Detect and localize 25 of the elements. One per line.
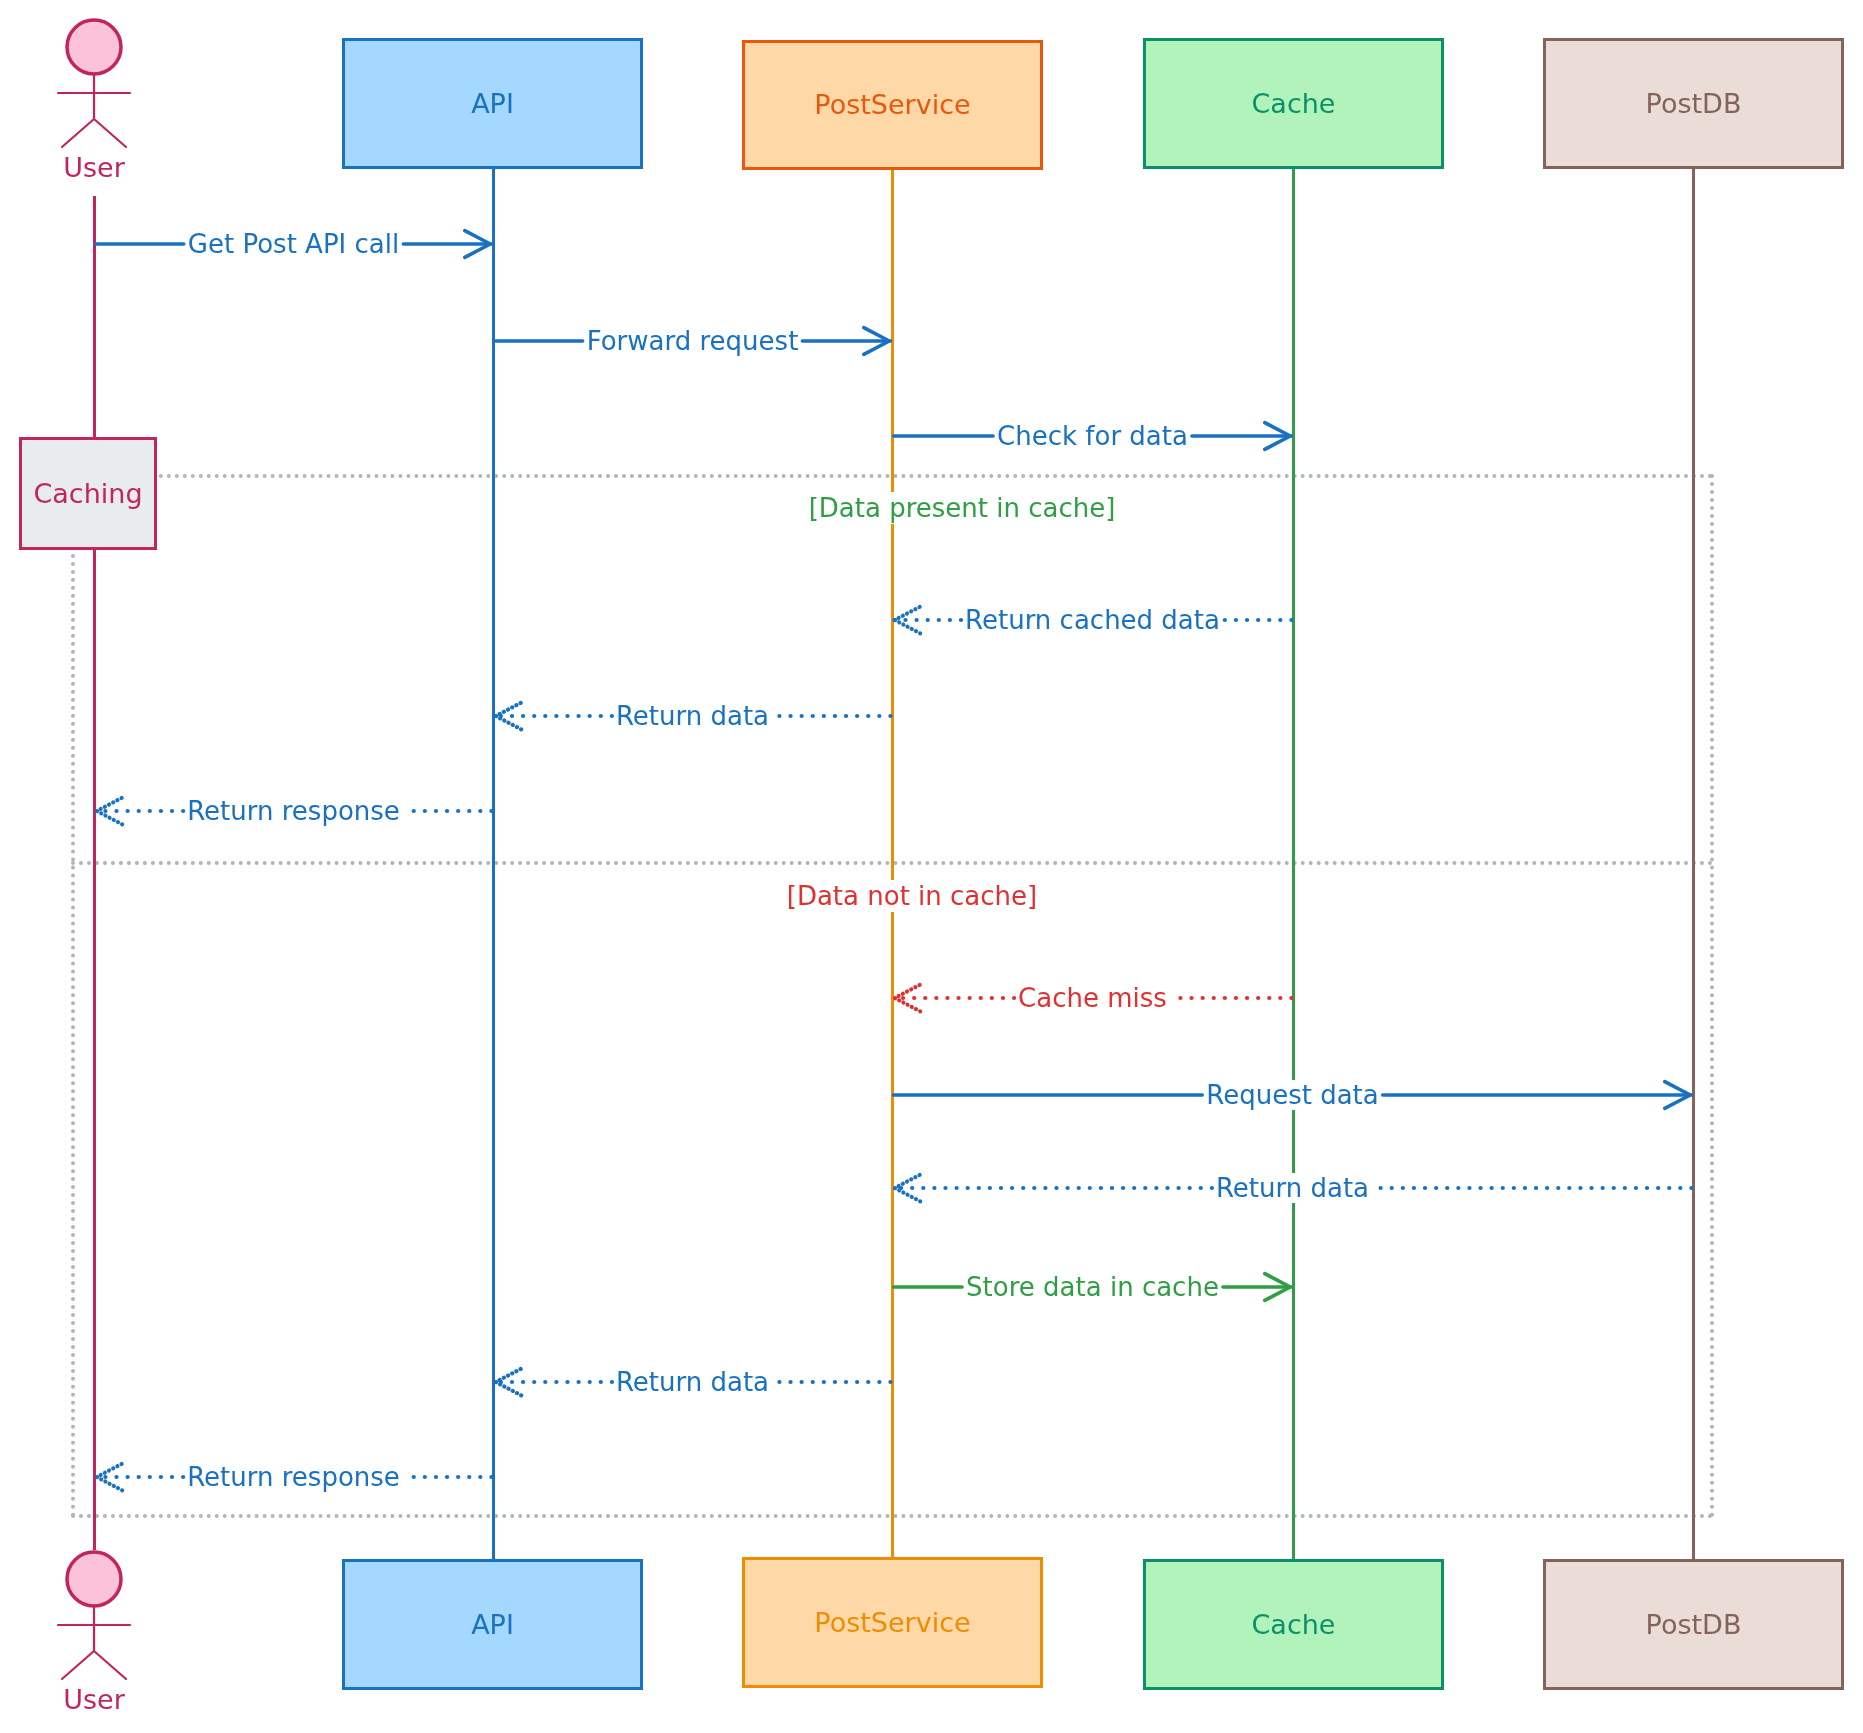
participant-box: PostDB [1543,1559,1844,1690]
participant-box: PostService [742,40,1043,170]
message-arrow [93,228,494,260]
actor-label: User [63,1684,125,1716]
lifeline [491,169,495,1559]
participant-box: PostDB [1543,38,1844,169]
message-arrow [492,1366,893,1398]
message-arrow [891,982,1294,1014]
participant-box: Cache [1143,38,1444,169]
participant-box: API [342,38,643,169]
participant-box: PostService [742,1557,1043,1688]
frame-label: Caching [19,437,157,550]
message-arrow [492,325,893,357]
message-arrow [891,604,1294,636]
actor-label: User [63,152,125,184]
message-arrow [93,1461,494,1493]
message-arrow [891,420,1294,452]
lifeline [1691,169,1695,1559]
message-arrow [891,1271,1294,1303]
participant-box: API [342,1559,643,1690]
message-arrow [891,1172,1694,1204]
message-arrow [93,795,494,827]
participant-box: Cache [1143,1559,1444,1690]
message-arrow [492,700,893,732]
message-arrow [891,1079,1694,1111]
